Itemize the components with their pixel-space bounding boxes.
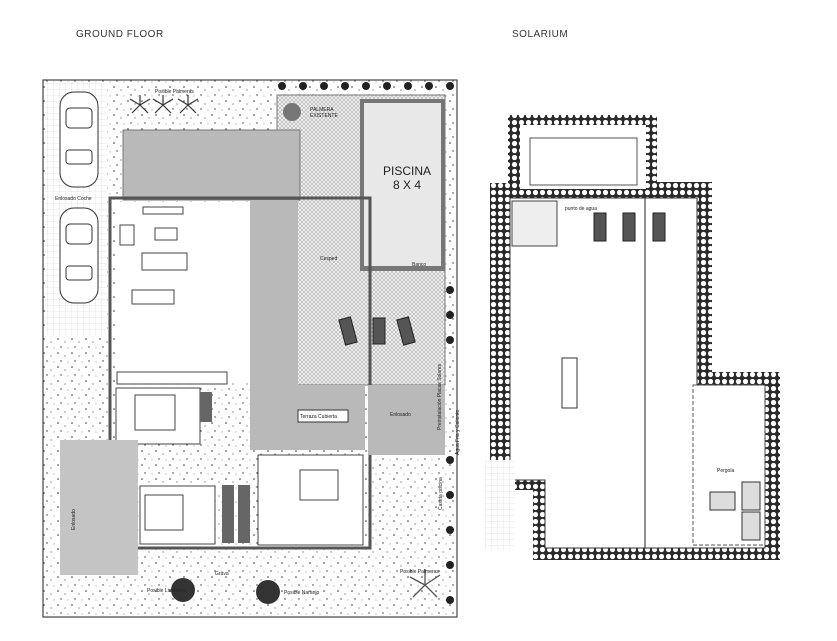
- lawn-label: Cesped: [320, 256, 337, 262]
- solarium-plan: punto de agua Pergola: [485, 115, 780, 560]
- table-icon: [561, 357, 578, 409]
- furniture: [116, 206, 228, 385]
- existing-palm-label-2: EXISTENTE: [310, 113, 338, 119]
- lounge-chairs: [709, 481, 761, 541]
- car-icon: [59, 91, 99, 188]
- house-walls: [108, 196, 372, 550]
- pergola: [692, 384, 766, 546]
- solar-preinstall-label: Preinstalación Placas Solares: [437, 363, 443, 430]
- lemon-tree-icon: [171, 578, 195, 602]
- paving-left-area: [60, 440, 138, 575]
- orange-label: Posible Naranjo: [284, 590, 320, 596]
- palm-icon: [129, 95, 199, 114]
- jacuzzi-icon: [511, 200, 558, 247]
- solarium-floor: [509, 197, 766, 549]
- car-icon: [59, 207, 99, 304]
- covered-terrace-label: Terraza Cubierta: [300, 414, 337, 420]
- lemon-label: Posible Limonero: [147, 588, 186, 594]
- pool-house-label: Caseta piscina: [438, 477, 444, 510]
- parking-label: Enlosado Coche: [55, 196, 92, 202]
- stairs: [485, 460, 515, 550]
- skylight: [529, 137, 638, 186]
- palms-top-label: Posible Palmeras: [155, 89, 194, 95]
- orange-tree-icon: [256, 580, 280, 604]
- solarium-title: SOLARIUM: [512, 29, 568, 40]
- palms-bottom-label: Posible Palmeras: [400, 569, 439, 575]
- hedge-icons: [278, 82, 454, 604]
- existing-palm-label: PALMERA: [310, 107, 334, 113]
- paving-right-label: Enlosado: [390, 412, 411, 418]
- living-room: [116, 202, 250, 382]
- ground-floor-title: GROUND FLOOR: [76, 29, 164, 40]
- pool-size: 8 X 4: [393, 178, 421, 192]
- wardrobes: [200, 392, 250, 543]
- dining-table-icon: [297, 409, 349, 423]
- existing-palm-icon: [283, 103, 301, 121]
- bedrooms: [115, 387, 364, 546]
- ground-floor-plan: Enlosado Coche Posible Palmeras PALMERA …: [42, 79, 461, 618]
- paving-left-label: Enlosado: [71, 509, 77, 530]
- paving-right-area: [368, 385, 445, 455]
- porch: [122, 129, 301, 201]
- pool: [364, 103, 441, 266]
- pergola-label: Pergola: [717, 468, 734, 474]
- bench-label: Banco: [412, 262, 426, 268]
- sunbed-icon: [338, 316, 416, 346]
- water-point-label: punto de agua: [565, 206, 597, 212]
- water-label: Agua Fria y Caliente: [455, 409, 461, 455]
- palm-icon: [409, 569, 441, 598]
- gravel-label: Grava: [215, 571, 229, 577]
- pool-name: PISCINA: [383, 164, 431, 178]
- sunbed-icon: [593, 212, 666, 242]
